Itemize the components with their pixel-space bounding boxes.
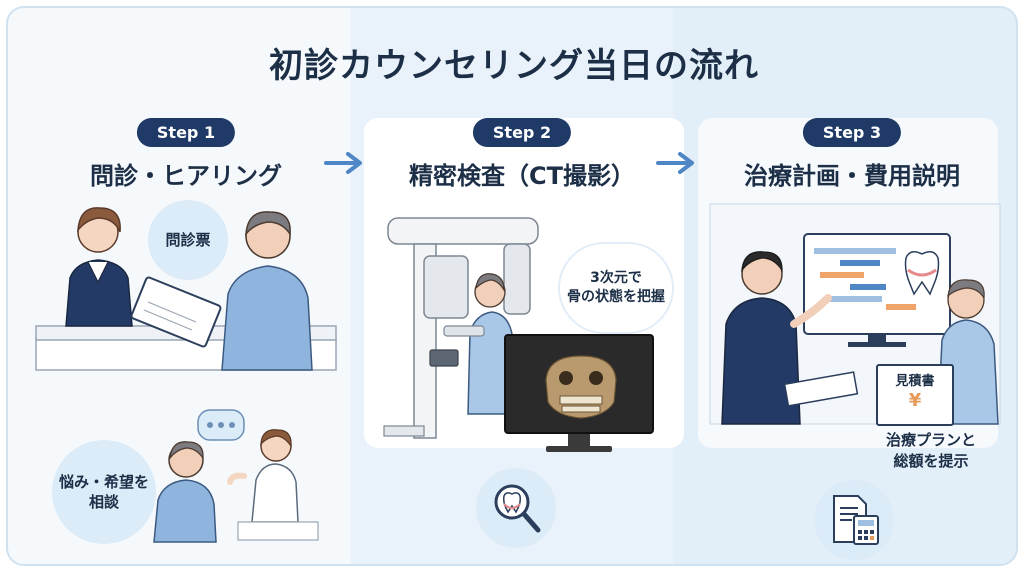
step-1-badge: Step 1 (136, 118, 236, 147)
step-2-heading: 精密検査（CT撮影） (409, 162, 635, 190)
tooth-icon (904, 251, 940, 296)
step-3: Step 3 治療計画・費用説明 (702, 118, 1002, 558)
ct-callout-label: 3次元で 骨の状態を把握 (567, 270, 665, 305)
page-title: 初診カウンセリング当日の流れ (269, 46, 759, 86)
document-calculator-icon (833, 495, 879, 545)
ct-monitor-base (546, 446, 612, 452)
consultation-illustration (153, 409, 319, 543)
step-2-badge: Step 2 (472, 118, 572, 147)
ct-monitor (504, 334, 654, 434)
estimate-title: 見積書 (895, 374, 935, 389)
chevron-right-arrow-icon (324, 152, 362, 174)
document-calculator-badge (814, 480, 894, 560)
step-3-caption: 治療プランと 総額を提示 (866, 430, 996, 472)
step-2: Step 2 精密検査（CT撮影） (372, 118, 672, 558)
bubble-questionnaire-label: 問診票 (165, 230, 211, 249)
treatment-plan-illustration (709, 203, 1001, 425)
bubble-questionnaire: 問診票 (148, 200, 228, 280)
ct-scanner-illustration (383, 217, 539, 439)
bubble-concerns: 悩み・希望を 相談 (52, 440, 156, 544)
step-3-heading: 治療計画・費用説明 (744, 162, 960, 190)
yen-icon: ¥ (908, 390, 922, 411)
step-3-caption-text: 治療プランと 総額を提示 (885, 431, 976, 470)
step-1: Step 1 問診・ヒアリング (36, 118, 336, 558)
infographic-frame: 初診カウンセリング当日の流れ Step 1 問診・ヒアリング 問診票 (6, 6, 1018, 566)
ct-callout: 3次元で 骨の状態を把握 (558, 242, 674, 334)
magnifier-tooth-badge (476, 468, 556, 548)
ct-monitor-stand (568, 434, 590, 448)
magnifier-tooth-icon (494, 484, 541, 533)
step-3-badge: Step 3 (802, 118, 902, 147)
bubble-concerns-label: 悩み・希望を 相談 (58, 472, 149, 511)
reception-illustration (35, 207, 337, 371)
speech-dots-icon (197, 409, 245, 441)
chevron-right-arrow-icon (656, 152, 694, 174)
estimate-card: 見積書 ¥ (876, 364, 954, 426)
step-1-heading: 問診・ヒアリング (90, 162, 282, 190)
skull-3d-image (545, 355, 617, 419)
